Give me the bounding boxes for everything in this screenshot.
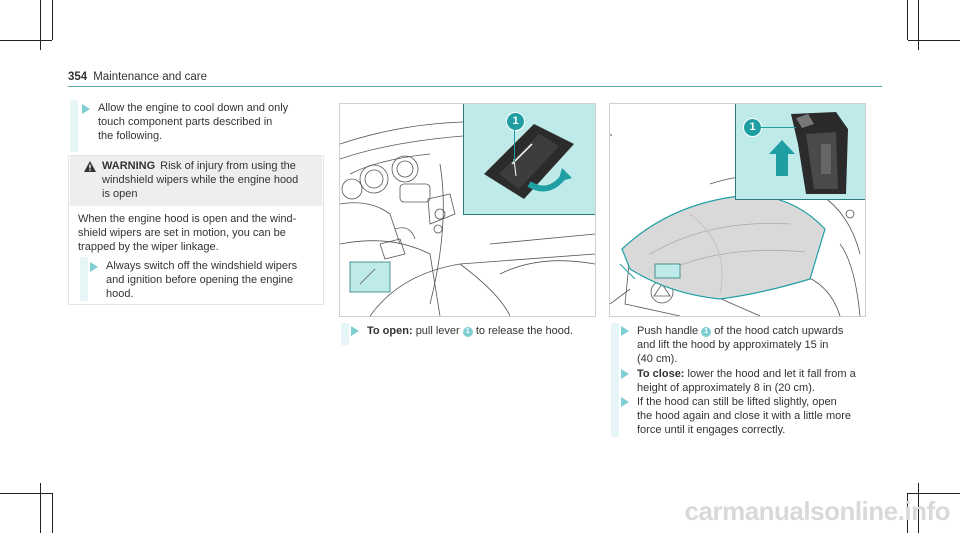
crop-mark (0, 40, 52, 41)
step-allow-engine-cool: Allow the engine to cool down and only t… (98, 102, 289, 142)
crop-mark (918, 0, 919, 50)
watermark: carmanualsonline.info (684, 496, 951, 526)
crop-mark (52, 493, 53, 533)
crop-mark (907, 0, 908, 40)
caption-to-open-label: To open: (367, 325, 413, 337)
callout-ref-1: 1 (701, 327, 712, 337)
hood-catch-handle-icon (769, 112, 848, 194)
header-rule (68, 86, 882, 87)
to-close-label: To close: (637, 368, 685, 380)
step-bar (341, 323, 349, 345)
callout-leader-line (514, 130, 515, 162)
step-bar (70, 100, 78, 152)
section-title: Maintenance and care (93, 71, 207, 83)
figure-hood-release-lever: 1 (339, 103, 596, 317)
step-push-handle: Push handle 1 of the hood catch upwards … (637, 325, 844, 365)
detail-inset: 1 (735, 104, 865, 200)
crop-mark (918, 483, 919, 533)
step-arrow-icon (621, 326, 629, 336)
step-switch-off-wipers: Always switch off the windshield wipers … (106, 260, 298, 300)
step-arrow-icon (82, 104, 90, 114)
crop-mark (40, 483, 41, 533)
caption-to-open: To open: pull lever 1 to release the hoo… (367, 325, 574, 337)
step-arrow-icon (351, 326, 359, 336)
crop-mark (908, 493, 960, 494)
crop-mark (40, 0, 41, 50)
warning-header (70, 156, 322, 206)
dashboard-illustration (340, 121, 595, 316)
step-arrow-icon (621, 369, 629, 379)
crop-mark (907, 493, 908, 533)
page-header: 354 Maintenance and care (68, 71, 207, 83)
step-to-close: To close: lower the hood and let it fall… (637, 368, 856, 394)
crop-mark (908, 40, 960, 41)
callout-1: 1 (506, 112, 525, 131)
callout-1: 1 (743, 118, 762, 137)
step-bar (80, 257, 88, 301)
detail-inset: 1 (463, 104, 595, 215)
warning-box (68, 155, 324, 305)
page-number: 354 (68, 71, 88, 83)
warning-label: WARNING (102, 160, 156, 172)
warning-triangle-icon (84, 161, 96, 172)
warning-body: When the engine hood is open and the win… (78, 213, 297, 253)
car-front-illustration (610, 133, 865, 316)
step-bar (611, 323, 619, 437)
hood-release-lever-icon (484, 124, 574, 199)
step-arrow-icon (90, 262, 98, 272)
crop-mark (0, 493, 52, 494)
figure-hood-catch: 1 (609, 103, 866, 317)
callout-leader-line (761, 127, 796, 128)
step-arrow-icon (621, 397, 629, 407)
callout-ref-1: 1 (462, 327, 473, 337)
crop-mark (52, 0, 53, 40)
step-close-again: If the hood can still be lifted slightly… (637, 396, 852, 436)
